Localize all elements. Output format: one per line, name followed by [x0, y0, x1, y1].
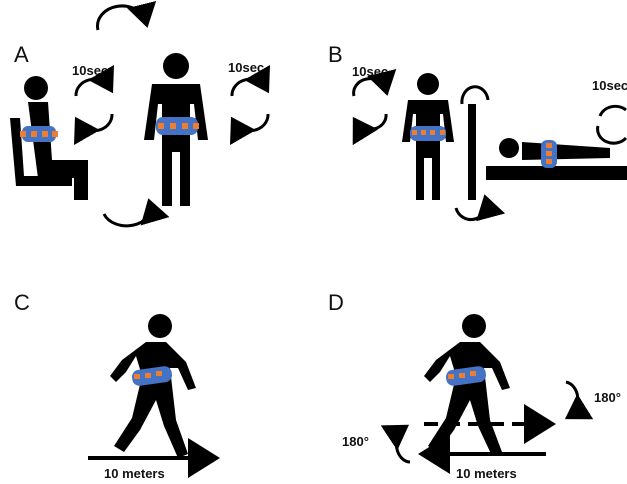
rotation-arrow-icon [76, 79, 112, 130]
panel-a-label: A [14, 42, 29, 67]
divider-bar [468, 104, 476, 200]
standing-person-icon [402, 73, 454, 200]
panel-d-turn-right-label: 180° [594, 390, 621, 405]
rotation-arrow-icon [598, 106, 626, 143]
transition-arrow-icon [98, 6, 151, 226]
turn-arrow-icon [566, 382, 578, 416]
panel-a-left-interval-label: 10sec [72, 63, 108, 78]
panel-b: B 10sec 10sec [328, 42, 627, 220]
walking-person-icon [424, 314, 510, 456]
panel-b-left-interval-label: 10sec [352, 64, 388, 79]
panel-b-label: B [328, 42, 343, 67]
panel-d: D 180° 180° 10 meters [328, 290, 621, 481]
standing-person-icon [144, 53, 208, 206]
panel-d-label: D [328, 290, 344, 315]
panel-d-turn-left-label: 180° [342, 434, 369, 449]
turn-arrow-icon [396, 428, 410, 462]
rotation-arrow-icon [354, 79, 386, 130]
panel-b-right-interval-label: 10sec [592, 78, 627, 93]
walking-person-icon [110, 314, 196, 458]
panel-d-distance-label: 10 meters [456, 466, 517, 481]
lying-person-icon [486, 138, 627, 180]
panel-a: A 10sec 10sec [10, 6, 268, 226]
panel-c: C 10 meters [14, 290, 212, 481]
panel-c-distance-label: 10 meters [104, 466, 165, 481]
sensor-belt-icon [22, 126, 56, 142]
rotation-arrow-icon [232, 79, 268, 130]
panel-a-right-interval-label: 10sec [228, 60, 264, 75]
panel-c-label: C [14, 290, 30, 315]
